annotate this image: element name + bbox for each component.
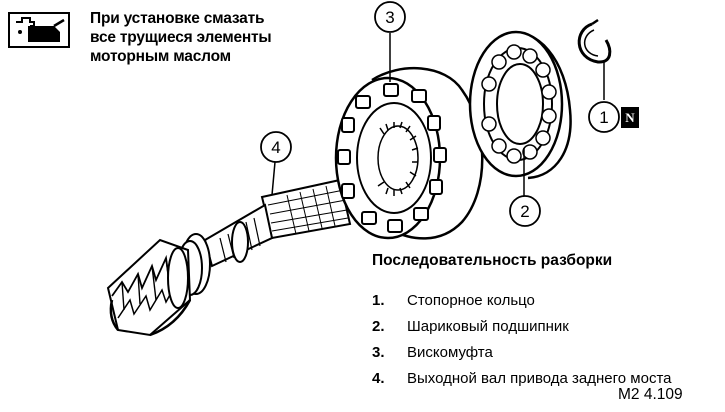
callout-2 — [509, 195, 541, 227]
oil-note-line-2: все трущиеся элементы — [90, 29, 272, 46]
step-text: Выходной вал привода заднего моста — [407, 369, 672, 387]
step-number: 1. — [372, 291, 385, 309]
figure-code: M2 4.109 — [618, 386, 683, 403]
callout-label-2: 2 — [520, 202, 529, 221]
oil-note-line-1: При установке смазать — [90, 10, 265, 27]
step-text: Стопорное кольцо — [407, 291, 535, 309]
list-item: 1. Стопорное кольцо — [372, 287, 672, 313]
step-text: Вискомуфта — [407, 343, 493, 361]
viscous-coupling — [334, 66, 484, 240]
list-item: 3. Вискомуфта — [372, 339, 672, 365]
callout-label-4: 4 — [271, 138, 280, 157]
leader-lines — [271, 33, 605, 196]
list-item: 2. Шариковый подшипник — [372, 313, 672, 339]
step-number: 4. — [372, 369, 385, 387]
replace-badge-label: N — [625, 110, 635, 125]
callout-1 — [588, 101, 620, 133]
output-shaft — [106, 178, 352, 337]
oil-can-icon — [8, 12, 70, 48]
oil-note: При установке смазать все трущиеся элеме… — [90, 9, 320, 66]
sequence-list: 1. Стопорное кольцо 2. Шариковый подшипн… — [372, 287, 672, 391]
callout-label-3: 3 — [385, 8, 394, 27]
callout-label-1: 1 — [599, 108, 608, 127]
step-number: 2. — [372, 317, 385, 335]
list-item: 4. Выходной вал привода заднего моста — [372, 365, 672, 391]
callout-4 — [260, 131, 292, 163]
oil-note-line-3: моторным маслом — [90, 48, 231, 65]
sequence-title: Последовательность разборки — [372, 252, 613, 269]
step-text: Шариковый подшипник — [407, 317, 569, 335]
snap-ring — [577, 18, 612, 64]
replace-badge — [621, 107, 639, 128]
step-number: 3. — [372, 343, 385, 361]
callout-3 — [374, 1, 406, 33]
ball-bearing — [468, 30, 572, 180]
